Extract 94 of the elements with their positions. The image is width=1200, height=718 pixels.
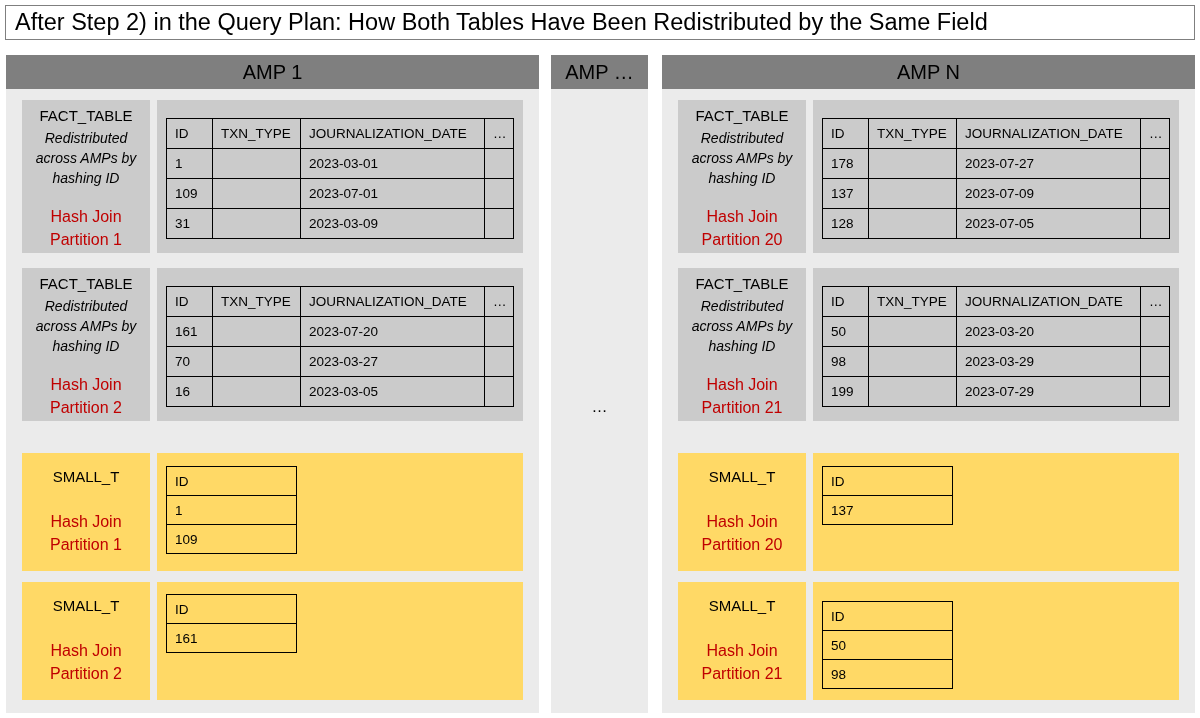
table-cell: TXN_TYPE xyxy=(868,118,957,149)
table-cell: 2023-03-27 xyxy=(300,346,485,377)
table-name: SMALL_T xyxy=(708,467,776,487)
partition-label: Hash Join Partition 2 xyxy=(48,375,123,418)
diagram-title: After Step 2) in the Query Plan: How Both Tables Have Been Redistributed by the Same Field xyxy=(5,5,1195,40)
table-cell: 70 xyxy=(166,346,213,377)
table-cell: JOURNALIZATION_DATE xyxy=(956,286,1141,317)
table-description: Redistributed across AMPs by hashing ID xyxy=(690,129,794,188)
table-cell: 2023-07-05 xyxy=(956,208,1141,239)
table-cell: 137 xyxy=(822,495,953,525)
table-cell: 2023-07-27 xyxy=(956,148,1141,179)
partition-label: Hash Join Partition 1 xyxy=(48,512,123,555)
table-cell: 199 xyxy=(822,376,869,407)
table-cell: TXN_TYPE xyxy=(212,118,301,149)
table-panel xyxy=(157,582,523,700)
table-cell: 137 xyxy=(822,178,869,209)
table-cell: 2023-03-29 xyxy=(956,346,1141,377)
table-cell: ID xyxy=(166,286,213,317)
table-panel xyxy=(813,100,1179,253)
table-cell: 98 xyxy=(822,346,869,377)
table-name: SMALL_T xyxy=(708,596,776,616)
table-cell: 161 xyxy=(166,316,213,347)
table-info-panel xyxy=(678,100,806,253)
table-cell: 128 xyxy=(822,208,869,239)
table-name: FACT_TABLE xyxy=(695,106,789,126)
table-cell: ID xyxy=(166,118,213,149)
partition-label: Hash Join Partition 1 xyxy=(48,207,123,250)
table-cell: 50 xyxy=(822,316,869,347)
table-panel xyxy=(813,582,1179,700)
table-info-panel xyxy=(22,582,150,700)
table-cell: … xyxy=(484,286,514,317)
table-info-panel xyxy=(22,453,150,571)
table-cell: 16 xyxy=(166,376,213,407)
partition-label: Hash Join Partition 21 xyxy=(700,641,784,684)
table-cell: … xyxy=(1140,286,1170,317)
table-panel xyxy=(813,268,1179,421)
amp-column xyxy=(662,55,1195,713)
table-panel xyxy=(157,453,523,571)
table-description: Redistributed across AMPs by hashing ID xyxy=(34,297,138,356)
table-cell: 2023-07-20 xyxy=(300,316,485,347)
table-panel xyxy=(157,100,523,253)
partition-label: Hash Join Partition 21 xyxy=(700,375,784,418)
table-cell: ID xyxy=(166,466,297,496)
table-name: FACT_TABLE xyxy=(39,106,133,126)
table-cell: TXN_TYPE xyxy=(868,286,957,317)
table-cell: 1 xyxy=(166,148,213,179)
table-cell: … xyxy=(484,118,514,149)
table-cell: ID xyxy=(166,594,297,624)
table-cell: 109 xyxy=(166,524,297,554)
table-cell: 161 xyxy=(166,623,297,653)
table-info-panel xyxy=(22,268,150,421)
table-info-panel xyxy=(678,268,806,421)
table-cell: ID xyxy=(822,286,869,317)
table-cell: ID xyxy=(822,601,953,631)
partition-label: Hash Join Partition 20 xyxy=(700,207,784,250)
table-cell: ID xyxy=(822,466,953,496)
table-cell: 98 xyxy=(822,659,953,689)
table-cell: 178 xyxy=(822,148,869,179)
table-panel xyxy=(813,453,1179,571)
amp-column xyxy=(551,55,648,713)
table-cell: TXN_TYPE xyxy=(212,286,301,317)
table-name: SMALL_T xyxy=(52,596,120,616)
table-cell: 109 xyxy=(166,178,213,209)
partition-label: Hash Join Partition 20 xyxy=(700,512,784,555)
table-name: SMALL_T xyxy=(52,467,120,487)
table-cell: 2023-03-01 xyxy=(300,148,485,179)
table-cell: 31 xyxy=(166,208,213,239)
table-cell: 2023-07-29 xyxy=(956,376,1141,407)
table-cell: JOURNALIZATION_DATE xyxy=(300,286,485,317)
table-cell: ID xyxy=(822,118,869,149)
table-cell: 2023-07-01 xyxy=(300,178,485,209)
table-info-panel xyxy=(678,453,806,571)
partition-label: Hash Join Partition 2 xyxy=(48,641,123,684)
table-description: Redistributed across AMPs by hashing ID xyxy=(690,297,794,356)
table-name: FACT_TABLE xyxy=(695,274,789,294)
table-cell: JOURNALIZATION_DATE xyxy=(300,118,485,149)
table-cell: 2023-03-09 xyxy=(300,208,485,239)
amp-column xyxy=(6,55,539,713)
column-header: AMP 1 xyxy=(6,55,539,89)
table-cell: JOURNALIZATION_DATE xyxy=(956,118,1141,149)
table-cell: 1 xyxy=(166,495,297,525)
table-info-panel xyxy=(678,582,806,700)
table-name: FACT_TABLE xyxy=(39,274,133,294)
table-cell: 2023-03-20 xyxy=(956,316,1141,347)
ellipsis-text: … xyxy=(590,397,609,417)
column-header: AMP N xyxy=(662,55,1195,89)
table-cell: 2023-07-09 xyxy=(956,178,1141,209)
table-panel xyxy=(157,268,523,421)
table-description: Redistributed across AMPs by hashing ID xyxy=(34,129,138,188)
table-cell: … xyxy=(1140,118,1170,149)
table-cell: 2023-03-05 xyxy=(300,376,485,407)
column-header: AMP … xyxy=(551,55,648,89)
table-cell: 50 xyxy=(822,630,953,660)
table-info-panel xyxy=(22,100,150,253)
